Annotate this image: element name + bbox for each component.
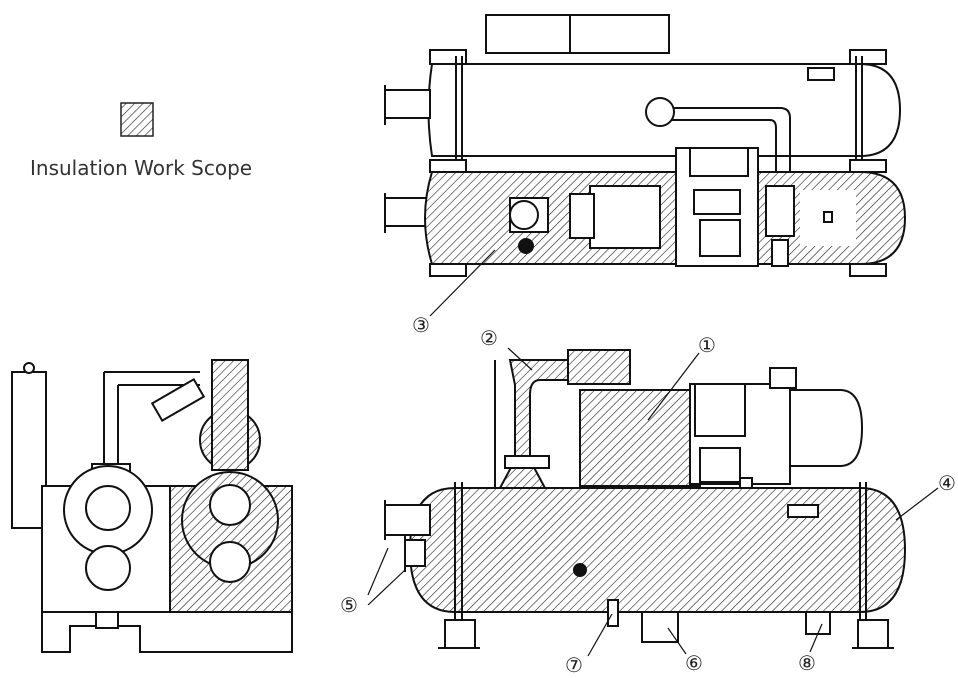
callout-4: ④ [938, 471, 956, 495]
callout-5: ⑤ [340, 593, 358, 617]
callout-3: ③ [412, 313, 430, 337]
side-view [11, 359, 293, 653]
insulation-swatch [120, 102, 154, 137]
callout-7: ⑦ [565, 653, 583, 677]
front-view [384, 349, 907, 649]
top-view [384, 14, 907, 277]
callout-6: ⑥ [685, 651, 703, 675]
legend-label: Insulation Work Scope [30, 156, 253, 180]
callout-2: ② [480, 326, 498, 350]
callout-8: ⑧ [798, 651, 816, 675]
callout-1: ① [698, 333, 716, 357]
